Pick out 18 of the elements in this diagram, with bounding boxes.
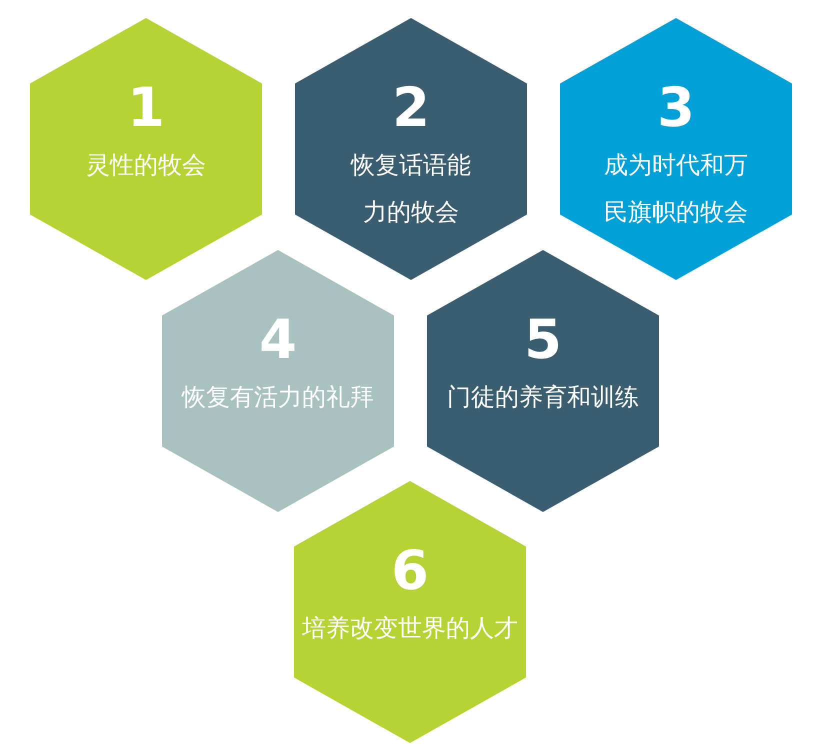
hexagon-tile xyxy=(295,18,527,280)
hexagon-label: 成为时代和万民旗帜的牧会 xyxy=(603,150,749,228)
step-number: 4 xyxy=(258,310,298,370)
step-number: 1 xyxy=(126,78,166,138)
step-number: 5 xyxy=(523,310,563,370)
hexagon-tile xyxy=(30,18,262,280)
step-number: 2 xyxy=(391,78,431,138)
hexagon-label: 门徒的养育和训练 xyxy=(446,382,640,413)
hexagon-label: 恢复有活力的礼拜 xyxy=(180,382,375,413)
hexagon-label: 灵性的牧会 xyxy=(85,150,207,181)
hexagon-tile xyxy=(560,18,792,280)
hexagon-tile xyxy=(294,481,526,743)
step-number: 6 xyxy=(390,541,430,601)
hexagon-tile xyxy=(427,250,659,512)
hexagon-label: 培养改变世界的人才 xyxy=(301,613,519,644)
hexagon-tile xyxy=(162,250,394,512)
step-number: 3 xyxy=(656,78,696,138)
hexagon-label: 恢复话语能力的牧会 xyxy=(350,150,472,228)
